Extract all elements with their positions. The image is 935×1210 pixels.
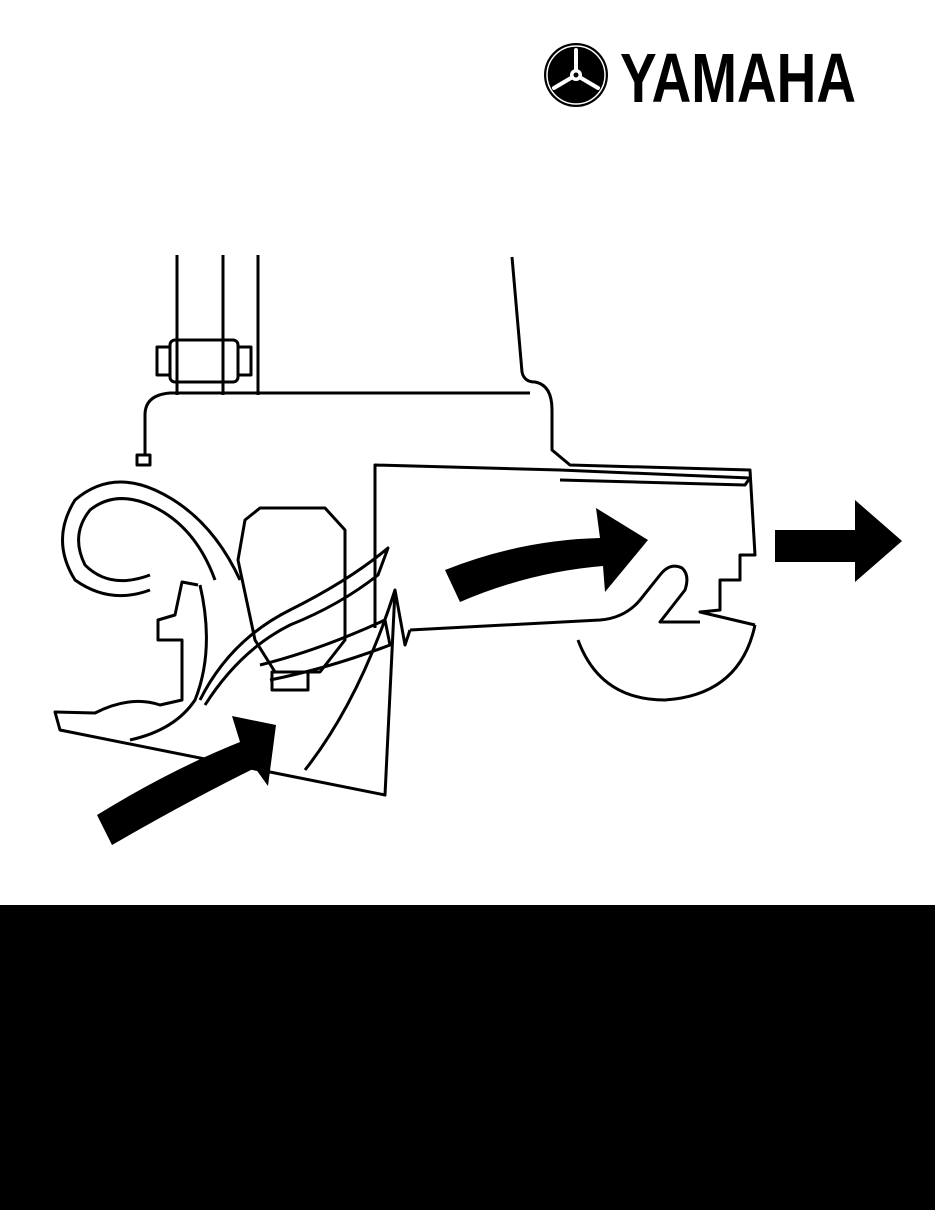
shaft-clamp (155, 338, 253, 384)
intake-duct (129, 584, 397, 771)
cover-footer-band (0, 905, 935, 1210)
pump-housing (143, 256, 757, 627)
housing-step (135, 453, 152, 467)
intake-loop-inner (77, 497, 217, 583)
intake-loop (61, 480, 242, 598)
impeller-blade (198, 546, 390, 706)
nozzle-bowl (409, 564, 757, 702)
inner-housing (373, 463, 752, 628)
drive-shaft (175, 255, 260, 395)
jet-pump-illustration (53, 255, 902, 845)
yamaha-logo: YAMAHA (544, 40, 856, 112)
impeller-flow-arrow (445, 508, 648, 602)
impeller-hub (236, 506, 347, 674)
hub-nut (270, 670, 310, 692)
intake-flow-arrow (97, 716, 276, 845)
brand-wordmark: YAMAHA (620, 40, 856, 112)
lower-body (53, 580, 412, 797)
outlet-flow-arrow (775, 500, 902, 582)
tuning-fork-emblem-icon (544, 43, 608, 107)
